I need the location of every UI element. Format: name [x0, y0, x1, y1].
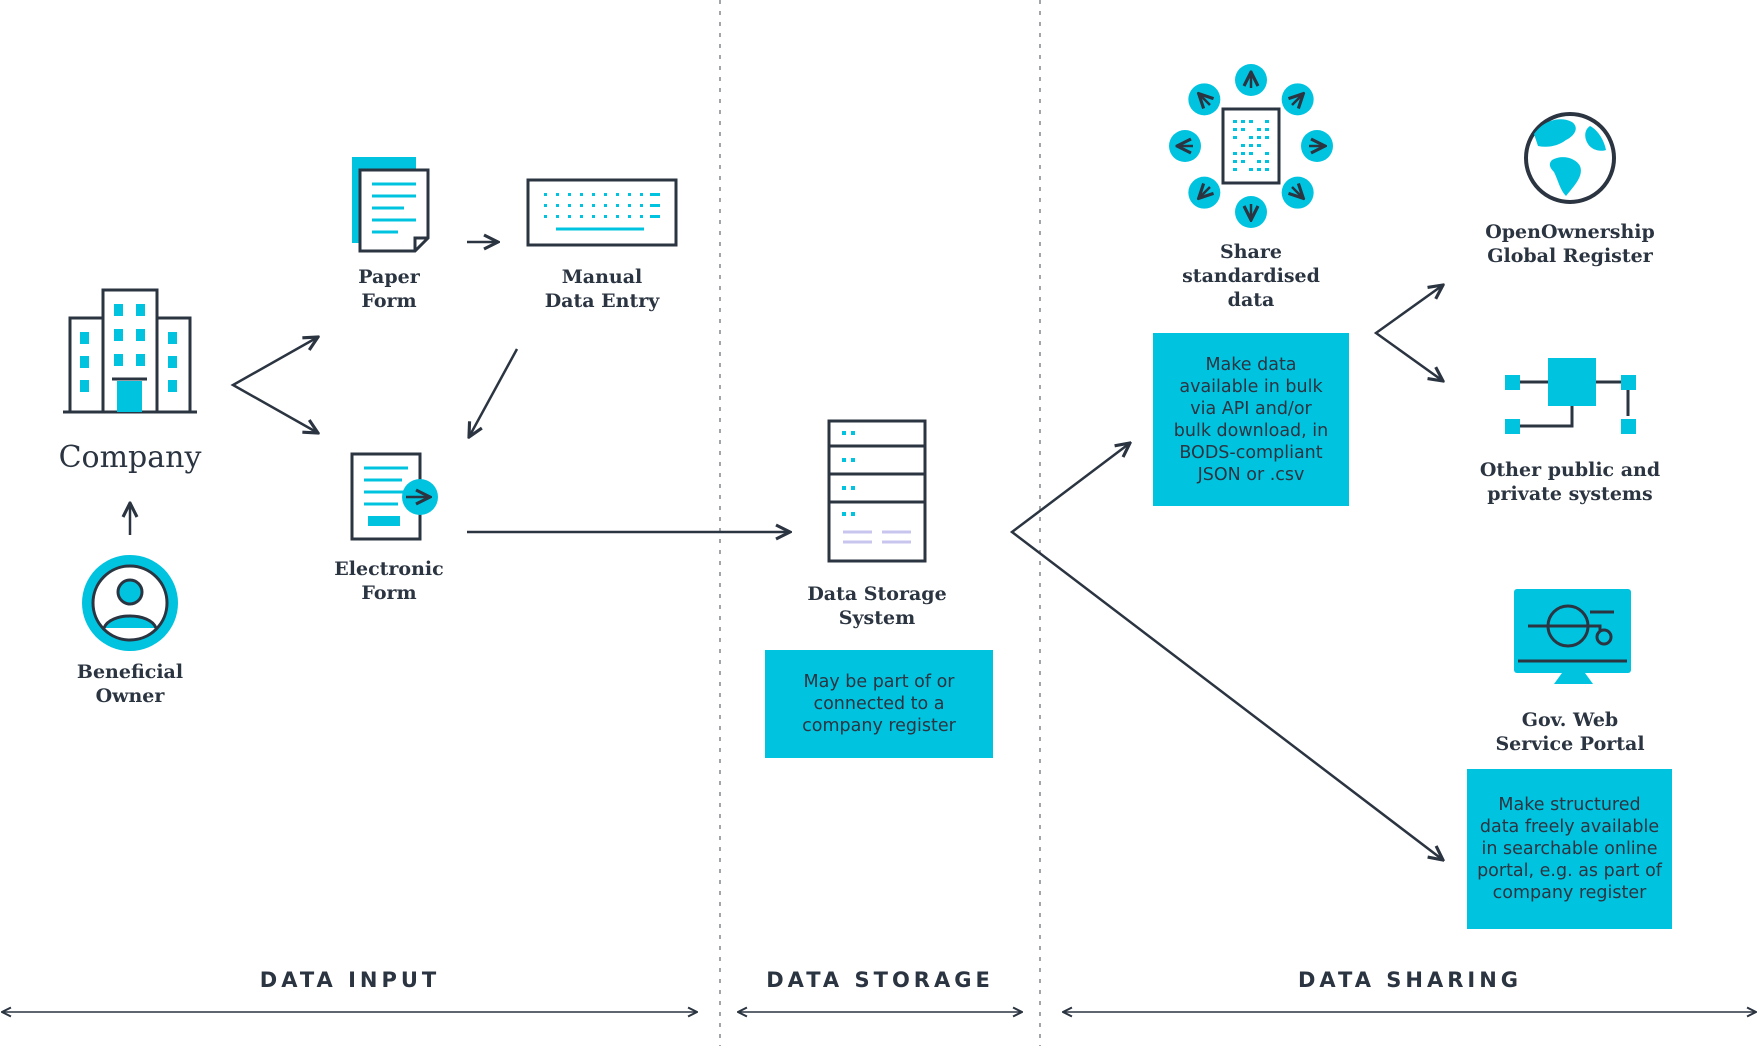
monitor-icon	[1514, 589, 1631, 684]
share-label: Share standardised data	[1182, 241, 1320, 311]
storage-label: Data Storage System	[807, 583, 947, 629]
global-register-label: OpenOwnership Global Register	[1485, 221, 1655, 267]
person-icon	[82, 555, 178, 651]
web-portal-label: Gov. Web Service Portal	[1495, 709, 1645, 755]
other-systems-label: Other public and private systems	[1479, 459, 1661, 505]
network-icon	[1505, 358, 1636, 434]
section-data-storage: DATA STORAGE	[766, 968, 994, 992]
section-data-sharing: DATA SHARING	[1297, 968, 1523, 992]
company-label: Company	[58, 440, 202, 475]
keyboard-icon	[526, 178, 678, 247]
building-icon	[63, 288, 197, 414]
section-data-input: DATA INPUT	[259, 968, 441, 992]
paper-form-icon	[352, 157, 430, 253]
portal-note: Make structured data freely available in…	[1467, 769, 1672, 929]
section-dividers	[719, 0, 1041, 1046]
flow-arrows	[130, 242, 1443, 860]
storage-note: May be part of or connected to a company…	[765, 650, 993, 758]
share-data-icon	[1169, 64, 1333, 228]
manual-entry-label: Manual Data Entry	[544, 266, 660, 312]
electronic-form-label: Electronic Form	[334, 558, 444, 604]
paper-form-label: Paper Form	[358, 266, 420, 312]
beneficial-owner-label: Beneficial Owner	[76, 661, 184, 707]
electronic-form-icon	[350, 452, 438, 541]
bulk-note: Make data available in bulk via API and/…	[1153, 333, 1349, 506]
globe-icon	[1524, 112, 1616, 204]
server-icon	[827, 419, 927, 563]
